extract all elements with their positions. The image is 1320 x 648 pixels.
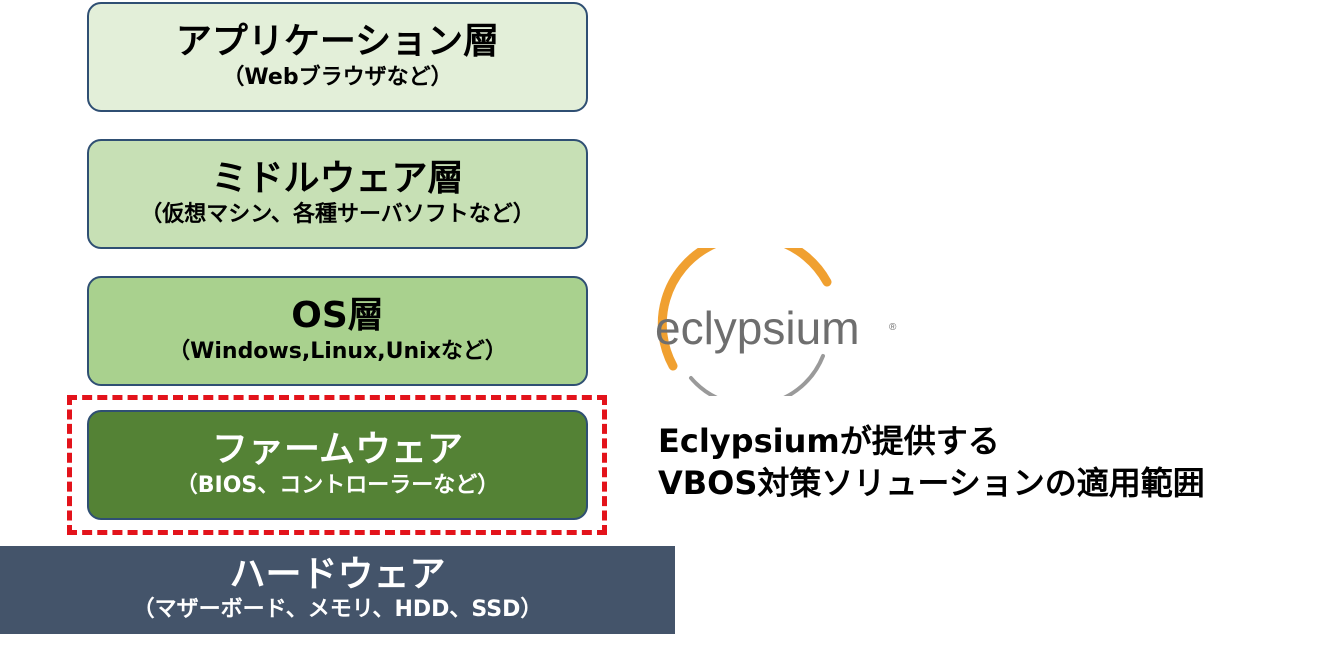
middleware-layer-box: ミドルウェア層 （仮想マシン、各種サーバソフトなど） [87, 139, 588, 249]
firmware-layer-box: ファームウェア （BIOS、コントローラーなど） [87, 410, 588, 520]
application-layer-title: アプリケーション層 [175, 21, 500, 62]
os-layer-box: OS層 （Windows,Linux,Unixなど） [87, 276, 588, 386]
os-layer-title: OS層 [291, 295, 384, 336]
application-layer-subtitle: （Webブラウザなど） [222, 65, 453, 90]
os-layer-subtitle: （Windows,Linux,Unixなど） [168, 339, 507, 364]
hardware-layer-box: ハードウェア （マザーボード、メモリ、HDD、SSD） [0, 546, 675, 634]
logo-orange-arc [657, 248, 832, 371]
firmware-layer-title: ファームウェア [212, 429, 463, 470]
scope-caption-line1: Eclypsiumが提供する [658, 422, 1000, 460]
scope-caption-line2: VBOS対策ソリューションの適用範囲 [658, 464, 1205, 502]
logo-wordmark: eclypsium [655, 302, 860, 354]
logo-registered-mark: ® [889, 322, 897, 333]
application-layer-box: アプリケーション層 （Webブラウザなど） [87, 2, 588, 112]
hardware-layer-subtitle: （マザーボード、メモリ、HDD、SSD） [132, 597, 543, 622]
middleware-layer-title: ミドルウェア層 [211, 158, 464, 199]
firmware-layer-subtitle: （BIOS、コントローラーなど） [175, 473, 500, 498]
hardware-layer-title: ハードウェア [229, 554, 446, 595]
scope-dashed-frame [67, 395, 607, 535]
eclypsium-logo: eclypsium ® [655, 248, 897, 396]
logo-gray-arc [689, 354, 825, 396]
scope-caption: Eclypsiumが提供する VBOS対策ソリューションの適用範囲 [658, 420, 1313, 504]
middleware-layer-subtitle: （仮想マシン、各種サーバソフトなど） [140, 202, 535, 227]
